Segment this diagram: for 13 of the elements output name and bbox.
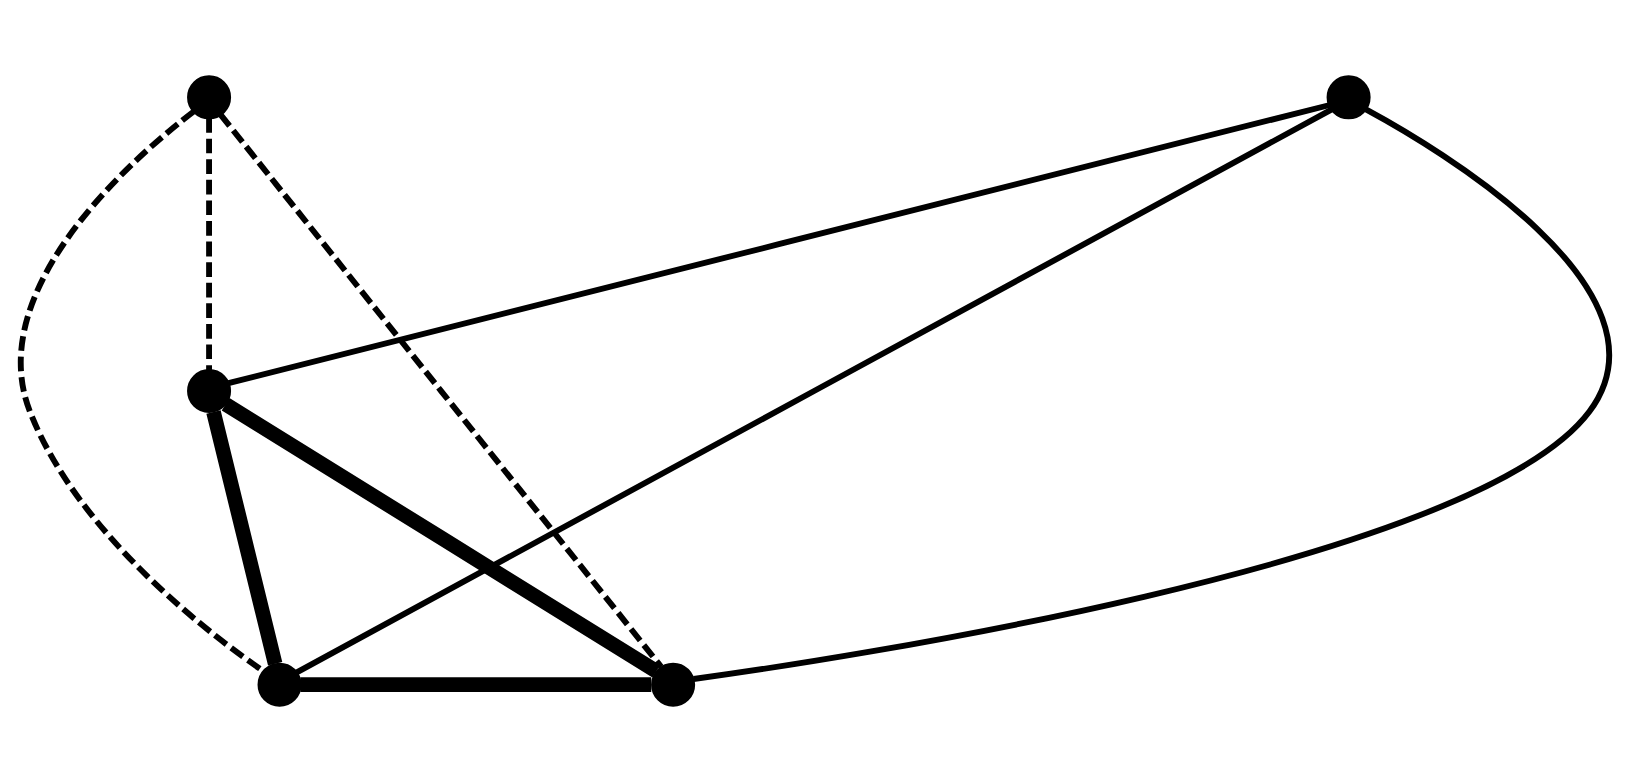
node-circle (651, 662, 696, 707)
connector (218, 112, 664, 669)
node-circle (187, 74, 232, 119)
connector (227, 101, 1330, 386)
node-circle (257, 662, 302, 707)
node-circle (1326, 74, 1371, 119)
connector (206, 409, 283, 665)
connector (300, 676, 652, 692)
node-circle (187, 368, 232, 413)
connector (693, 106, 1612, 682)
connector (221, 397, 661, 678)
connector (294, 106, 1334, 675)
connector (206, 117, 212, 370)
